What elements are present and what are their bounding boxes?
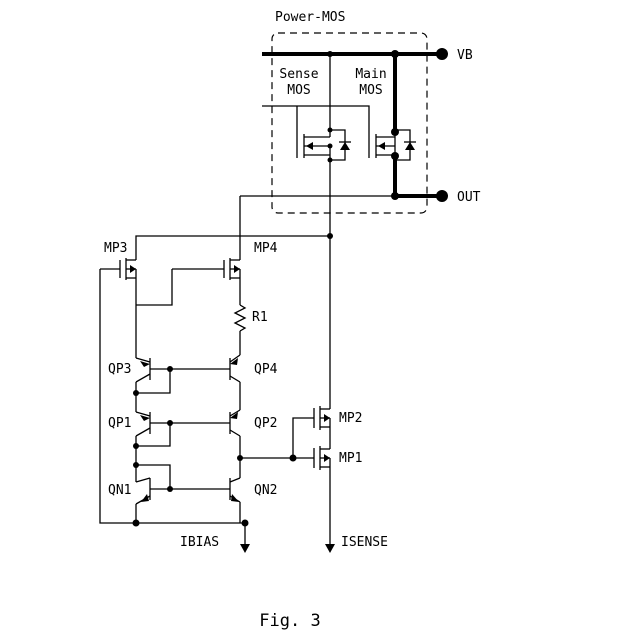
sense-mos-label: Sense (279, 67, 318, 82)
sense-node-c (328, 158, 333, 163)
main-mos-label-2: MOS (359, 83, 382, 98)
qp3-transistor (136, 358, 170, 382)
r1-resistor (235, 305, 245, 331)
mp2-gate-wire (293, 418, 314, 458)
sense-node-a (328, 128, 333, 133)
mp3-label: MP3 (104, 241, 127, 256)
ibias-arrow (240, 544, 250, 553)
mp4-gate-wire (136, 269, 172, 305)
mp1-label: MP1 (339, 451, 362, 466)
vb-label: VB (457, 48, 473, 63)
r1-label: R1 (252, 310, 268, 325)
power-mos-title: Power-MOS (275, 10, 345, 25)
gate-line (262, 106, 369, 134)
main-node-vb (391, 50, 399, 58)
qp1-transistor (136, 412, 170, 436)
sense-node-wire (136, 236, 330, 260)
qp1-label: QP1 (108, 416, 131, 431)
qp3-diode-wire (136, 369, 170, 393)
mp4-transistor (172, 258, 240, 280)
power-mos-block (272, 33, 427, 213)
qn1-diode-wire (136, 465, 170, 489)
qn2-label: QN2 (254, 483, 277, 498)
sense-mos-label-2: MOS (287, 83, 310, 98)
qp1-diode-wire (136, 423, 170, 446)
qp2-transistor (170, 410, 240, 436)
qp4-transistor (170, 355, 240, 382)
main-node-b (391, 152, 399, 160)
qn1-label: QN1 (108, 483, 131, 498)
ibias-node-left (133, 520, 140, 527)
vb-terminal (436, 48, 448, 60)
qp3-emitter (136, 358, 150, 362)
out-terminal (436, 190, 448, 202)
sense-node-b (328, 144, 333, 149)
ibias-label: IBIAS (180, 535, 219, 550)
qn-base-node (167, 486, 173, 492)
mp1-transistor (314, 446, 330, 470)
qn1-transistor (136, 478, 170, 504)
main-node-out (391, 192, 399, 200)
isense-label: ISENSE (341, 535, 388, 550)
sense-drain-node (327, 51, 333, 57)
isense-arrow (325, 544, 335, 553)
figure-caption: Fig. 3 (259, 611, 320, 631)
qn2-transistor (170, 478, 240, 502)
qp3-label: QP3 (108, 362, 131, 377)
mp3-transistor (100, 258, 136, 280)
qp4-label: QP4 (254, 362, 278, 377)
out-label: OUT (457, 190, 481, 205)
mp4-label: MP4 (254, 241, 278, 256)
mp2-label: MP2 (339, 411, 362, 426)
mp2-transistor (314, 391, 330, 430)
main-mos-label: Main (355, 67, 386, 82)
main-node-a (391, 128, 399, 136)
qp2-label: QP2 (254, 416, 277, 431)
